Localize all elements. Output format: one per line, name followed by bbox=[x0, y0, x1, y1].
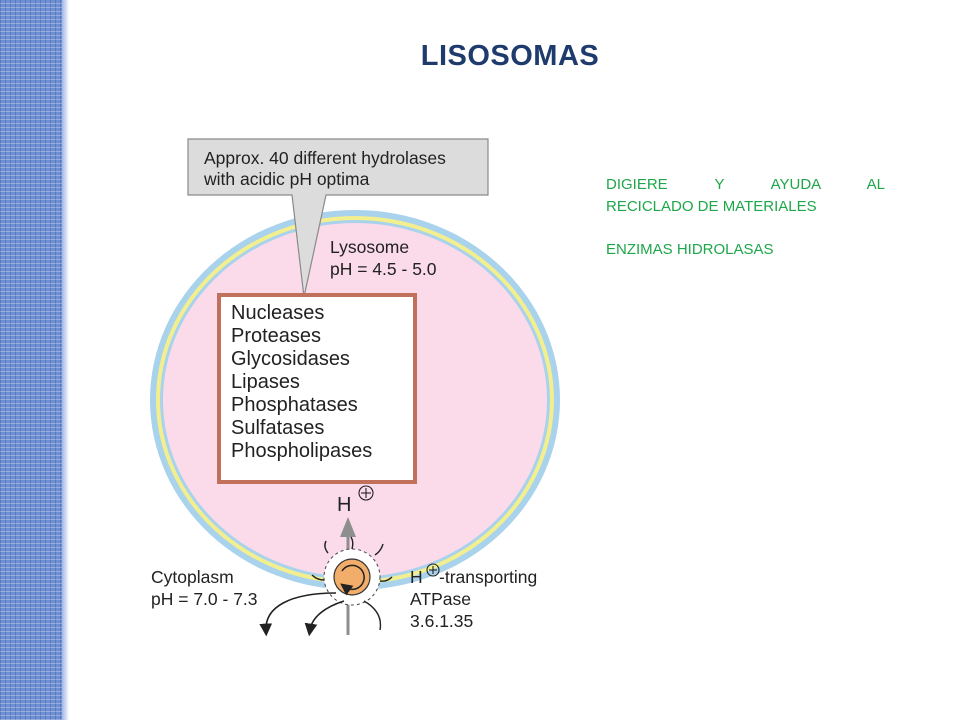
note-line-3: ENZIMAS HIDROLASAS bbox=[606, 241, 774, 258]
note-line-1: DIGIERE Y AYUDA AL bbox=[606, 176, 885, 193]
note-line-2: RECICLADO DE MATERIALES bbox=[606, 198, 817, 215]
cytoplasm-flux-arrows bbox=[259, 592, 382, 637]
pump-label-line1: -transporting bbox=[439, 567, 537, 587]
enzyme-item: Nucleases bbox=[231, 302, 324, 324]
proton-label-pump: H bbox=[410, 567, 423, 587]
enzyme-list-box bbox=[217, 293, 417, 484]
enzyme-item: Sulfatases bbox=[231, 417, 324, 439]
callout-text-line1: Approx. 40 different hydrolases bbox=[204, 148, 446, 168]
side-decoration-edge bbox=[62, 0, 69, 720]
callout-text-line2: with acidic pH optima bbox=[203, 169, 370, 189]
slide-notes: DIGIERE Y AYUDA AL RECICLADO DE MATERIAL… bbox=[606, 174, 885, 261]
enzyme-item: Proteases bbox=[231, 325, 321, 347]
lysosome-ph-label: pH = 4.5 - 5.0 bbox=[330, 259, 437, 279]
pump-label-line2: ATPase bbox=[410, 589, 471, 609]
pump-label-line3: 3.6.1.35 bbox=[410, 611, 473, 631]
lysosome-label: Lysosome bbox=[330, 237, 409, 257]
enzyme-item: Phosphatases bbox=[231, 394, 358, 416]
cytoplasm-ph-label: pH = 7.0 - 7.3 bbox=[151, 589, 258, 609]
proton-label-inner: H bbox=[337, 494, 351, 516]
hydrolases-callout: Approx. 40 different hydrolases with aci… bbox=[187, 138, 489, 298]
callout-bubble bbox=[187, 138, 489, 298]
plus-circle-icon bbox=[358, 485, 374, 501]
enzyme-item: Phospholipases bbox=[231, 440, 372, 462]
cytoplasm-label: Cytoplasm bbox=[151, 567, 234, 587]
slide-title: LISOSOMAS bbox=[420, 40, 600, 72]
side-decoration-band bbox=[0, 0, 62, 720]
enzyme-item: Lipases bbox=[231, 371, 300, 393]
plus-circle-icon bbox=[426, 563, 440, 577]
enzyme-list: Nucleases Proteases Glycosidases Lipases… bbox=[231, 302, 372, 462]
atpase-pump-icon bbox=[311, 536, 393, 606]
enzyme-item: Glycosidases bbox=[231, 348, 350, 370]
lysosome-diagram: Approx. 40 different hydrolases with aci… bbox=[150, 138, 560, 637]
